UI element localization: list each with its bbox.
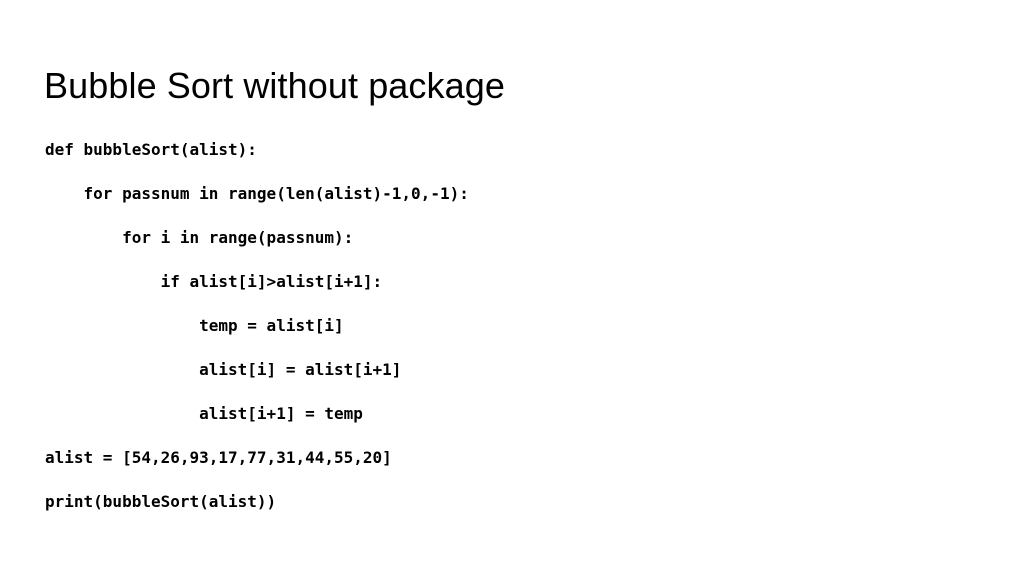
slide-title: Bubble Sort without package (44, 65, 505, 106)
code-line-compare: if alist[i]>alist[i+1]: (45, 272, 383, 291)
code-line-inner-loop: for i in range(passnum): (45, 228, 354, 247)
code-line-list-init: alist = [54,26,93,17,77,31,44,55,20] (45, 448, 392, 467)
code-line-swap-first: alist[i] = alist[i+1] (45, 360, 402, 379)
code-line-outer-loop: for passnum in range(len(alist)-1,0,-1): (45, 184, 469, 203)
code-line-def: def bubbleSort(alist): (45, 140, 257, 159)
code-line-temp-assign: temp = alist[i] (45, 316, 344, 335)
code-line-swap-second: alist[i+1] = temp (45, 404, 363, 423)
code-line-print-call: print(bubbleSort(alist)) (45, 492, 277, 511)
code-block: def bubbleSort(alist): for passnum in ra… (45, 128, 469, 524)
